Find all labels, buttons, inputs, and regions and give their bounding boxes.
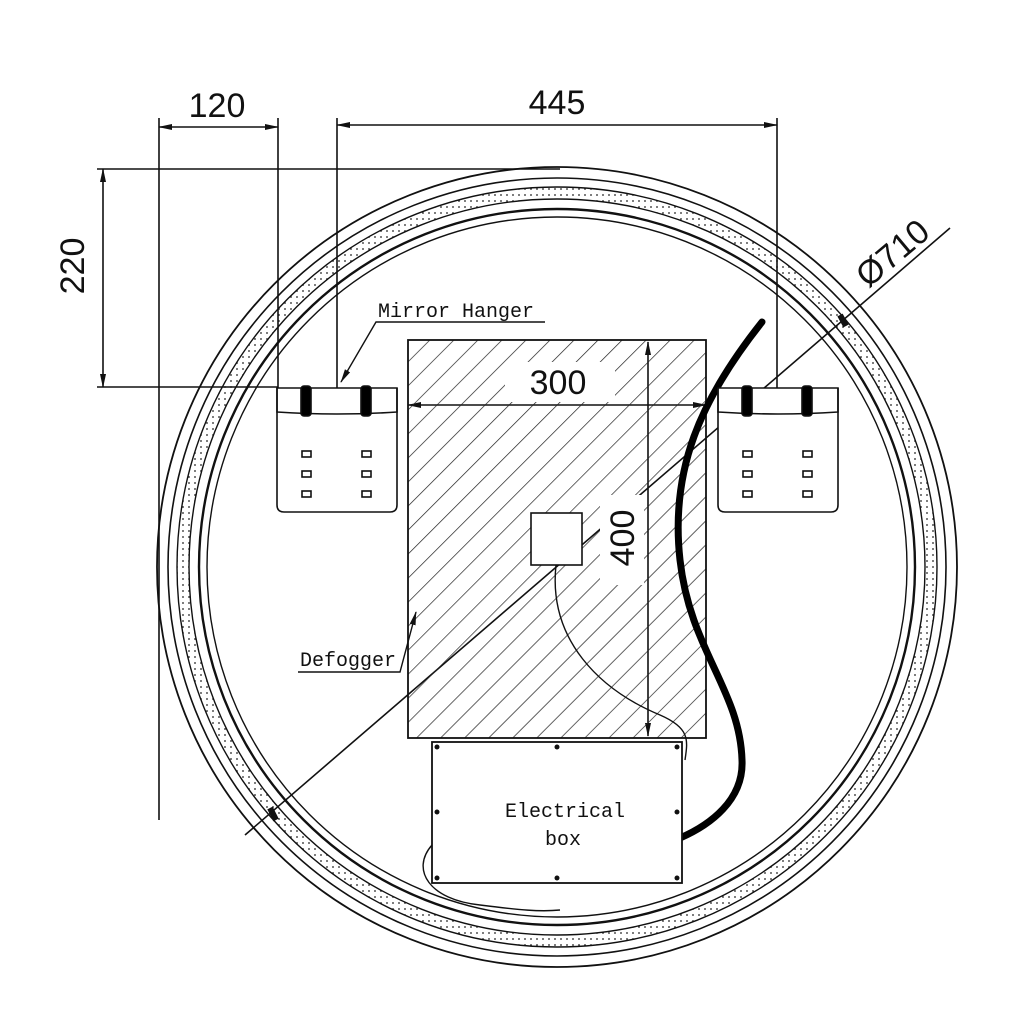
defogger-wire [554,564,688,761]
power-cable [674,318,766,842]
electrical-box-label-line2: box [545,829,581,852]
dimension-400: 400 [604,510,642,567]
mirror-hanger-label: Mirror Hanger [378,301,534,324]
width-label-bg [505,362,615,402]
electrical-box-label-line1: Electrical [505,801,625,824]
mirror-hanger-right [717,385,839,513]
mirror-hanger-left [276,385,398,513]
leader-lines [298,321,545,673]
dimension-300: 300 [530,364,587,402]
defogger-connector [530,512,583,566]
defogger-label: Defogger [300,650,396,673]
mirror-outline [156,166,958,968]
dimension-120: 120 [189,87,246,125]
height-label-bg [600,495,644,585]
dimension-diameter: Ø710 [849,212,937,295]
dimension-220: 220 [54,238,92,295]
diameter-ticks [267,313,849,822]
dimension-445: 445 [529,84,586,122]
box-wire [422,844,561,912]
electrical-box: Electrical box [431,741,683,884]
